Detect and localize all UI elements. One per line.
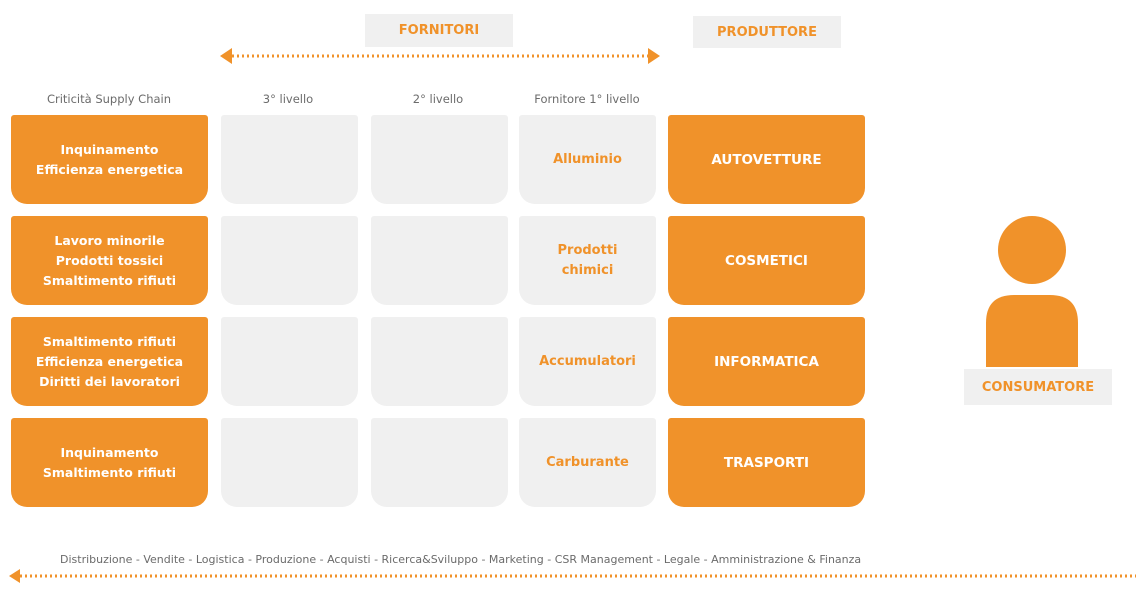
supplier-cell: Prodotti chimici	[519, 216, 656, 305]
level2-cell	[371, 418, 508, 507]
level2-cell	[371, 115, 508, 204]
supplier-cell: Carburante	[519, 418, 656, 507]
criticita-cell: Inquinamento Smaltimento rifiuti	[11, 418, 208, 507]
supplier-cell: Alluminio	[519, 115, 656, 204]
level3-cell	[221, 418, 358, 507]
producer-cell: AUTOVETTURE	[668, 115, 865, 204]
criticita-cell: Smaltimento rifiuti Efficienza energetic…	[11, 317, 208, 406]
supplier-label: Prodotti	[557, 242, 618, 258]
level3-cell	[221, 216, 358, 305]
criticita-cell: Inquinamento Efficienza energetica	[11, 115, 208, 204]
criticita-line: Diritti dei lavoratori	[39, 373, 180, 389]
criticita-line: Inquinamento	[60, 444, 159, 460]
supplier-label: Accumulatori	[539, 353, 636, 369]
person-icon	[986, 216, 1078, 367]
criticita-line: Efficienza energetica	[35, 161, 184, 177]
criticita-line: Smaltimento rifiuti	[42, 272, 177, 288]
criticita-line: Lavoro minorile	[54, 232, 165, 248]
double-arrow-icon	[220, 48, 660, 64]
column-header-level2: 2° livello	[412, 92, 464, 106]
fornitori-label: FORNITORI	[365, 14, 513, 47]
produttore-label: PRODUTTORE	[693, 16, 841, 48]
column-header-criticita: Criticità Supply Chain	[46, 92, 172, 106]
supplier-label: Alluminio	[553, 151, 622, 167]
producer-cell: INFORMATICA	[668, 317, 865, 406]
producer-cell: TRASPORTI	[668, 418, 865, 507]
business-functions-text: Distribuzione - Vendite - Logistica - Pr…	[60, 553, 862, 566]
criticita-line: Efficienza energetica	[35, 353, 184, 369]
criticita-line: Inquinamento	[60, 141, 159, 157]
level3-cell	[221, 317, 358, 406]
column-header-level1: Fornitore 1° livello	[534, 92, 640, 106]
consumer-label: CONSUMATORE	[964, 369, 1112, 405]
left-arrow-icon	[9, 569, 1136, 583]
supplier-label: chimici	[561, 262, 614, 278]
criticita-line: Smaltimento rifiuti	[42, 464, 177, 480]
criticita-line: Smaltimento rifiuti	[42, 333, 177, 349]
criticita-cell: Lavoro minorile Prodotti tossici Smaltim…	[11, 216, 208, 305]
criticita-line: Prodotti tossici	[55, 252, 164, 268]
column-header-level3: 3° livello	[262, 92, 314, 106]
supplier-label: Carburante	[546, 454, 629, 470]
level2-cell	[371, 317, 508, 406]
level3-cell	[221, 115, 358, 204]
supplier-cell: Accumulatori	[519, 317, 656, 406]
producer-cell: COSMETICI	[668, 216, 865, 305]
level2-cell	[371, 216, 508, 305]
